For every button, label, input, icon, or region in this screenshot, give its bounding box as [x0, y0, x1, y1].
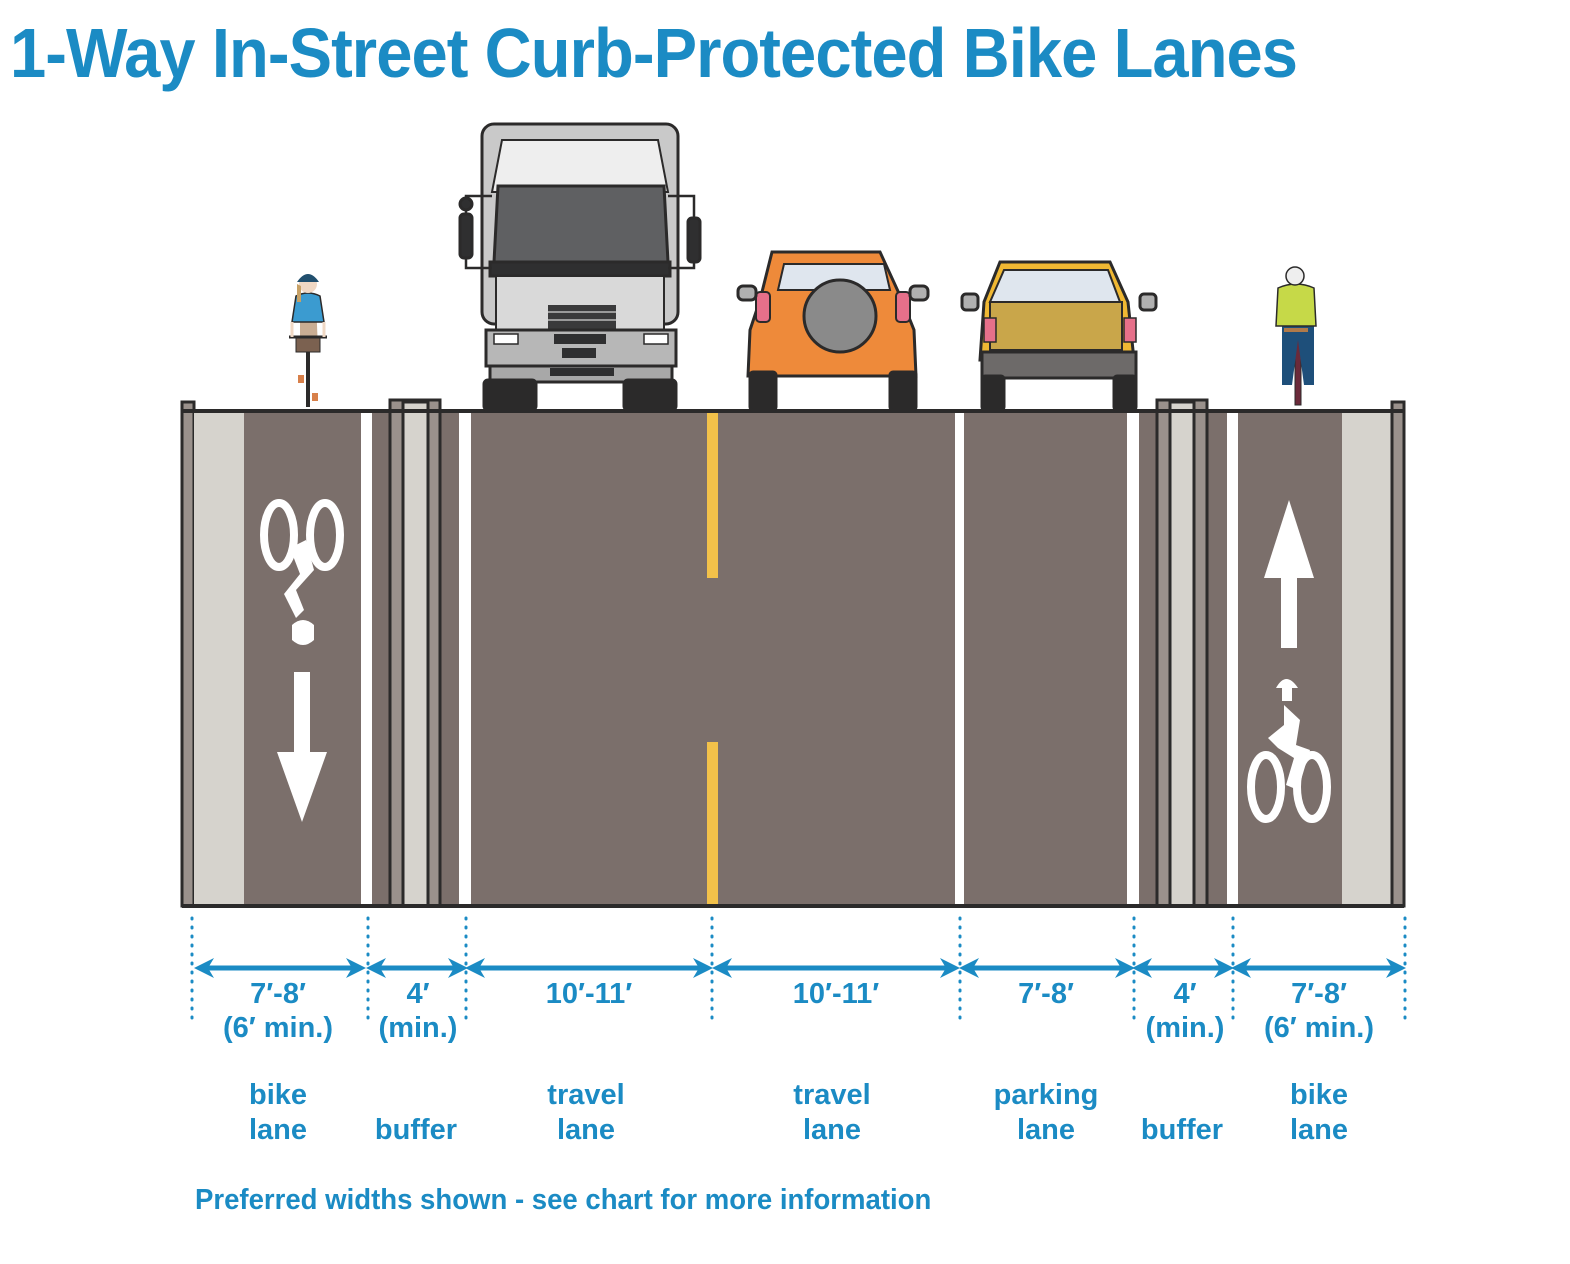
segment-label-bike-lane-left: bike lane [196, 1078, 360, 1148]
label-line2: lane [556, 1114, 616, 1146]
width-note: (6′ min.) [1263, 1012, 1375, 1044]
width-value: 4′ [406, 978, 430, 1010]
label-line1: bike [1289, 1079, 1349, 1111]
arrow-down-icon [277, 672, 327, 822]
right-buffer-curb [1155, 398, 1209, 908]
dimension-guides [190, 916, 1407, 1022]
label-line2: buffer [374, 1114, 458, 1146]
segment-width-parking-lane: 7′-8′ [962, 977, 1130, 1011]
yellow-pickup-illustration [960, 260, 1158, 412]
width-value: 7′-8′ [1291, 978, 1347, 1010]
segment-label-bike-lane-right: bike lane [1236, 1078, 1402, 1148]
label-line2: lane [1289, 1114, 1349, 1146]
segment-width-travel-lane-left: 10′-11′ [470, 977, 708, 1011]
label-line1: bike [248, 1079, 308, 1111]
segment-label-travel-lane-left: travel lane [470, 1078, 702, 1148]
center-line [707, 412, 718, 906]
segment-width-buffer-right: 4′ (min.) [1136, 977, 1234, 1045]
width-value: 7′-8′ [250, 978, 306, 1010]
label-line1: parking [993, 1079, 1099, 1111]
width-note: (min.) [1145, 1012, 1225, 1044]
orange-suv-illustration [736, 250, 930, 412]
bike-symbol-icon [260, 499, 344, 645]
width-note: (6′ min.) [222, 1012, 334, 1044]
footer-note: Preferred widths shown - see chart for m… [195, 1184, 932, 1216]
label-line1: travel [793, 1079, 871, 1111]
width-value: 4′ [1173, 978, 1197, 1010]
width-value: 7′-8′ [1018, 978, 1074, 1010]
left-outer-curb [180, 400, 244, 908]
label-line2: lane [1016, 1114, 1076, 1146]
width-value: 10′-11′ [545, 978, 633, 1010]
left-buffer-curb [388, 398, 442, 908]
segment-width-bike-lane-right: 7′-8′ (6′ min.) [1236, 977, 1402, 1045]
width-note: (min.) [378, 1012, 458, 1044]
segment-width-bike-lane-left: 7′-8′ (6′ min.) [196, 977, 360, 1045]
diagram-title: 1-Way In-Street Curb-Protected Bike Lane… [10, 14, 1298, 92]
segment-label-buffer-right: buffer [1130, 1113, 1234, 1148]
label-line1: travel [547, 1079, 625, 1111]
right-outer-curb [1342, 400, 1406, 908]
roadway [180, 398, 1406, 908]
box-truck-illustration [458, 122, 702, 412]
label-line2: lane [802, 1114, 862, 1146]
cyclist-right-illustration [1275, 266, 1317, 406]
segment-width-travel-lane-right: 10′-11′ [716, 977, 956, 1011]
cyclist-left-illustration [289, 274, 327, 407]
bike-symbol-icon [1247, 679, 1331, 823]
segment-label-travel-lane-right: travel lane [716, 1078, 948, 1148]
segment-label-buffer-left: buffer [364, 1113, 468, 1148]
segment-width-buffer-left: 4′ (min.) [368, 977, 468, 1045]
arrow-up-icon [1264, 500, 1314, 648]
segment-label-parking-lane: parking lane [962, 1078, 1130, 1148]
label-line2: buffer [1140, 1114, 1224, 1146]
width-value: 10′-11′ [792, 978, 880, 1010]
label-line2: lane [248, 1114, 308, 1146]
